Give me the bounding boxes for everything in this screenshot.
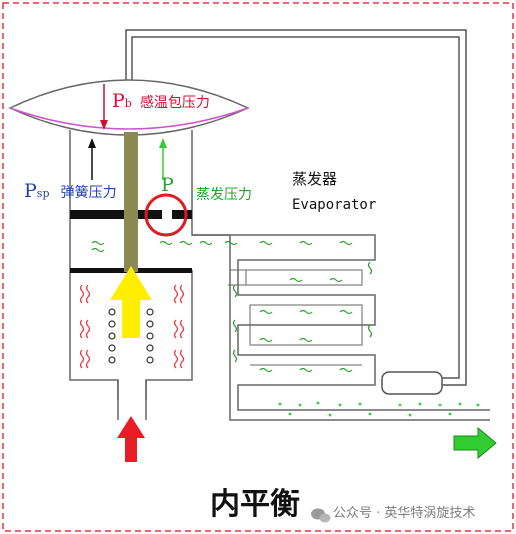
evaporator-label-cn: 蒸发器	[292, 170, 338, 188]
psp-label: Psp 弹簧压力	[24, 182, 117, 201]
psp-text: 弹簧压力	[60, 185, 117, 201]
outlet-channel-inner	[229, 270, 490, 421]
pb-symbol: P	[112, 90, 125, 112]
pb-subscript: b	[124, 97, 132, 110]
pb-text: 感温包压力	[139, 95, 210, 111]
valve-body	[69, 130, 231, 400]
psp-subscript: sp	[36, 187, 50, 200]
refrigerant-marks	[91, 240, 373, 373]
sensing-bulb	[381, 371, 443, 395]
outlet-arrow	[453, 426, 497, 460]
capillary-tube-inner	[131, 36, 460, 379]
page-title: 内平衡	[210, 487, 300, 522]
diaphragm-membrane	[9, 107, 249, 130]
psp-arrow	[88, 138, 96, 180]
outlet-channel	[192, 234, 490, 411]
watermark-text: 公众号 · 英华特涡旋技术	[333, 506, 476, 521]
spring	[108, 308, 154, 364]
wechat-icon	[311, 508, 331, 523]
spring-force-arrow	[110, 266, 152, 338]
pe-symbol: P	[161, 174, 174, 196]
psp-symbol: P	[24, 180, 37, 202]
liquid-marks	[79, 284, 185, 369]
pe-text: 蒸发压力	[196, 187, 252, 203]
pe-arrow	[159, 138, 167, 180]
valve-stem	[124, 132, 138, 272]
refrigerant-dots	[278, 401, 480, 417]
inlet-arrow	[117, 416, 145, 462]
pb-arrow	[100, 84, 108, 130]
pb-label: Pb 感温包压力	[112, 92, 210, 111]
evap-coil-inner	[228, 269, 363, 366]
evaporator-label-en: Evaporator	[292, 197, 377, 213]
equalizer-port	[162, 210, 172, 219]
equalizer-highlight	[144, 193, 188, 237]
capillary-tube	[125, 29, 467, 386]
